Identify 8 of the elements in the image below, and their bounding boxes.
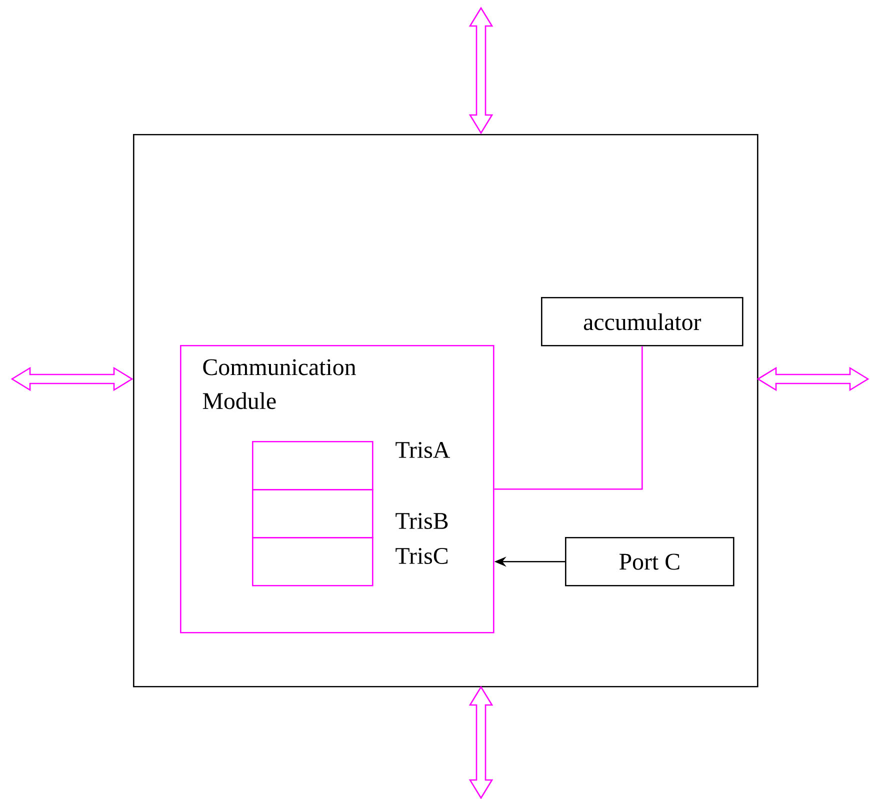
component-box: Port C	[565, 537, 734, 586]
component-box: accumulator	[541, 297, 744, 346]
register-label: TrisA	[396, 442, 450, 458]
double-arrow	[468, 686, 494, 799]
register-label: TrisC	[396, 548, 448, 564]
register-label: TrisB	[396, 512, 448, 530]
device-box	[133, 134, 758, 688]
connector-line	[494, 346, 643, 490]
